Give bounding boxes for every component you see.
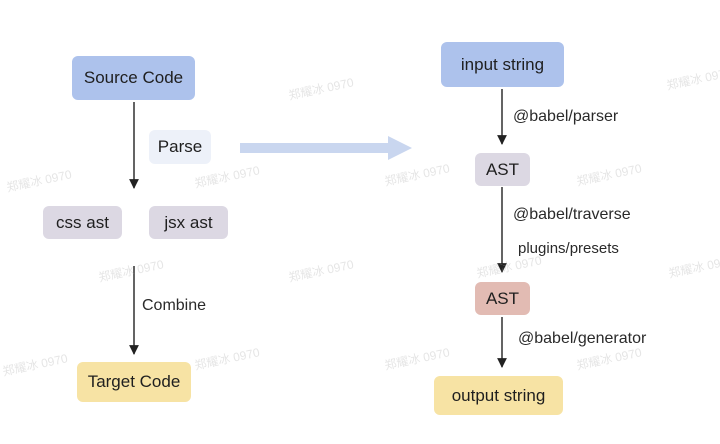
- babel-generator-label: @babel/generator: [518, 330, 647, 347]
- parse-step-label: Parse: [149, 130, 211, 164]
- css-ast-node: css ast: [43, 206, 122, 239]
- combine-step-label: Combine: [142, 297, 207, 314]
- output-string-node: output string: [434, 376, 563, 415]
- transition-arrow: [240, 136, 412, 160]
- source-code-node: Source Code: [72, 56, 195, 100]
- target-code-node: Target Code: [77, 362, 191, 402]
- input-string-node: input string: [441, 42, 564, 87]
- ast-node-1: AST: [475, 153, 530, 186]
- babel-traverse-label: @babel/traverse: [513, 206, 631, 223]
- babel-parser-label: @babel/parser: [513, 108, 619, 125]
- ast-node-2: AST: [475, 282, 530, 315]
- jsx-ast-node: jsx ast: [149, 206, 228, 239]
- plugins-presets-label: plugins/presets: [518, 240, 619, 257]
